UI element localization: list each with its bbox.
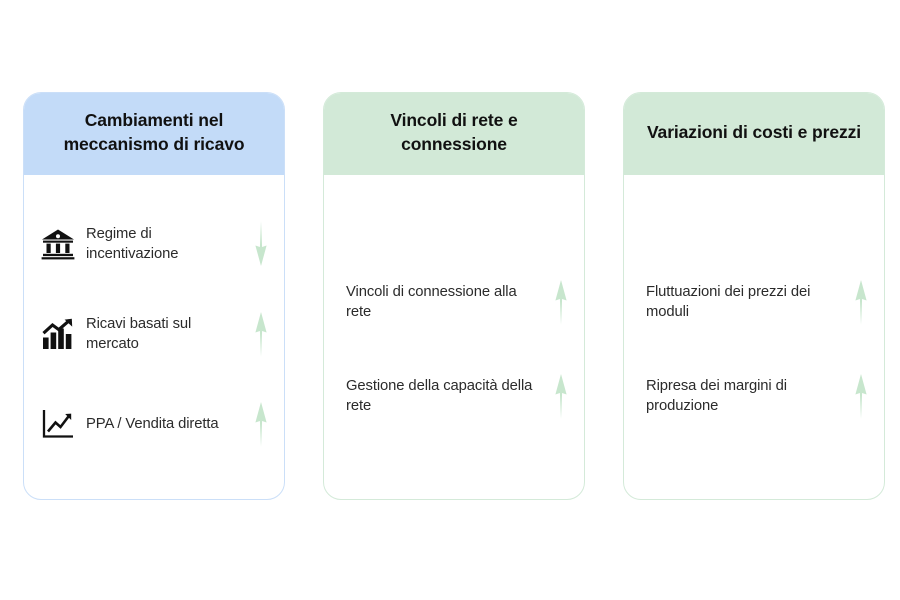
trend-up-arrow-icon [852, 373, 870, 419]
trend-down-arrow-icon [252, 221, 270, 267]
list-item[interactable]: Vincoli di connessione alla rete [346, 279, 570, 325]
list-item-label: Regime di incentivazione [86, 225, 179, 262]
trend-up-arrow-icon [552, 373, 570, 419]
list-item-label: Ripresa dei margini di produzione [646, 377, 787, 414]
list-item[interactable]: Fluttuazioni dei prezzi dei moduli [646, 279, 870, 325]
trend-up-arrow-icon [252, 311, 270, 357]
bar-chart-icon [40, 316, 76, 352]
list-item-label: Ricavi basati sul mercato [86, 315, 192, 352]
card-title: Variazioni di costi e prezzi [624, 93, 884, 175]
list-item-label: PPA / Vendita diretta [86, 415, 219, 432]
list-item-label: Vincoli di connessione alla rete [346, 283, 517, 320]
list-item-label: Fluttuazioni dei prezzi dei moduli [646, 283, 811, 320]
line-chart-icon [40, 406, 76, 442]
trend-up-arrow-icon [252, 401, 270, 447]
card-title: Cambiamenti nel meccanismo di ricavo [24, 93, 284, 175]
list-item[interactable]: Ricavi basati sul mercato [40, 311, 270, 357]
list-item[interactable]: PPA / Vendita diretta [40, 401, 270, 447]
list-item[interactable]: Gestione della capacità della rete [346, 373, 570, 419]
list-item-label: Gestione della capacità della rete [346, 377, 533, 414]
bank-icon [40, 226, 76, 262]
list-item[interactable]: Regime di incentivazione [40, 221, 270, 267]
trend-up-arrow-icon [852, 279, 870, 325]
list-item[interactable]: Ripresa dei margini di produzione [646, 373, 870, 419]
card-title: Vincoli di rete e connessione [324, 93, 584, 175]
trend-up-arrow-icon [552, 279, 570, 325]
